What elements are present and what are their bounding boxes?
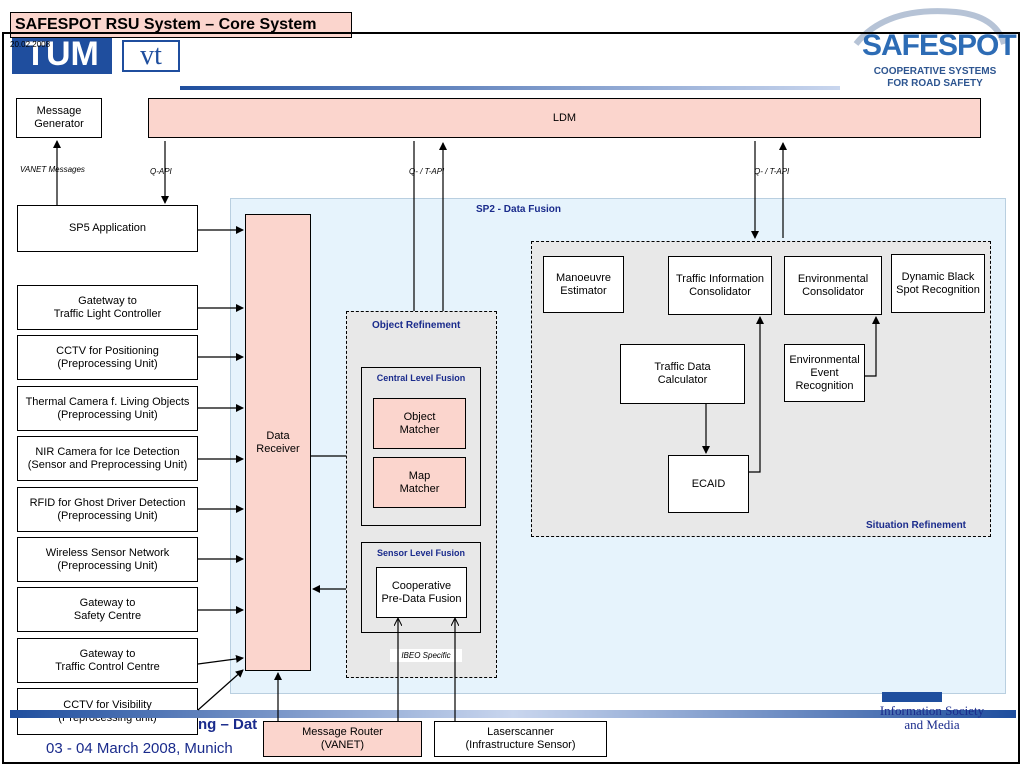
situation-refinement-label: Situation Refinement xyxy=(866,520,967,531)
message-generator-box: Message Generator xyxy=(16,98,102,138)
tum-logo xyxy=(12,34,112,74)
q-api-label: Q-API xyxy=(150,167,172,176)
central-level-fusion-label: Central Level Fusion xyxy=(376,373,466,383)
source-gateway-traffic-control: Gateway to Traffic Control Centre xyxy=(17,638,198,683)
footer-title-partial: ng – Dat xyxy=(198,716,258,733)
ldm-box: LDM xyxy=(148,98,981,138)
map-matcher-box: Map Matcher xyxy=(373,457,466,508)
vanet-messages-label: VANET Messages xyxy=(20,165,85,174)
source-thermal-camera: Thermal Camera f. Living Objects (Prepro… xyxy=(17,386,198,431)
message-router-box: Message Router (VANET) xyxy=(263,721,422,757)
safespot-tagline: COOPERATIVE SYSTEMS FOR ROAD SAFETY xyxy=(873,66,997,89)
sp2-title: SP2 - Data Fusion xyxy=(476,204,562,215)
sp5-application-box: SP5 Application xyxy=(17,205,198,252)
ecaid-box: ECAID xyxy=(668,455,749,513)
source-gateway-safety-centre: Gateway to Safety Centre xyxy=(17,587,198,632)
ibeo-specific-label: IBEO Specific xyxy=(390,649,462,662)
tum-logo-text: TUM xyxy=(25,35,99,73)
safespot-logo: SAFESPOT xyxy=(862,29,1017,62)
traffic-information-consolidator-box: Traffic Information Consolidator xyxy=(668,256,772,315)
slide-date: 20.02.2008 xyxy=(10,40,51,49)
manoeuvre-estimator-box: Manoeuvre Estimator xyxy=(543,256,624,313)
source-wireless-sensor-network: Wireless Sensor Network (Preprocessing U… xyxy=(17,537,198,582)
environmental-consolidator-box: Environmental Consolidator xyxy=(784,256,882,315)
source-rfid: RFID for Ghost Driver Detection (Preproc… xyxy=(17,487,198,532)
environmental-event-recognition-box: Environmental Event Recognition xyxy=(784,344,865,402)
traffic-data-calculator-box: Traffic Data Calculator xyxy=(620,344,745,404)
object-matcher-box: Object Matcher xyxy=(373,398,466,449)
vt-logo: vt xyxy=(122,40,180,72)
sensor-level-fusion-label: Sensor Level Fusion xyxy=(376,548,466,558)
cooperative-pre-data-fusion-box: Cooperative Pre-Data Fusion xyxy=(376,567,467,618)
laserscanner-box: Laserscanner (Infrastructure Sensor) xyxy=(434,721,607,757)
source-cctv-positioning: CCTV for Positioning (Preprocessing Unit… xyxy=(17,335,198,380)
object-refinement-label: Object Refinement xyxy=(372,320,461,331)
data-receiver-box: Data Receiver xyxy=(245,214,311,671)
header-rule xyxy=(180,86,840,90)
source-nir-camera: NIR Camera for Ice Detection (Sensor and… xyxy=(17,436,198,481)
qt-api-label-situation: Q- / T-API xyxy=(754,167,790,176)
source-gateway-traffic-light: Gatetway to Traffic Light Controller xyxy=(17,285,198,330)
dynamic-black-spot-recognition-box: Dynamic Black Spot Recognition xyxy=(891,254,985,313)
eu-logo-mark xyxy=(882,692,942,702)
safespot-logo-swoosh xyxy=(853,8,1006,46)
qt-api-label-object: Q- / T-API xyxy=(409,167,445,176)
footer-event: 03 - 04 March 2008, Munich xyxy=(46,740,233,757)
footer-info-society: Information Society and Media xyxy=(879,703,985,732)
footer-rule xyxy=(10,710,1016,718)
